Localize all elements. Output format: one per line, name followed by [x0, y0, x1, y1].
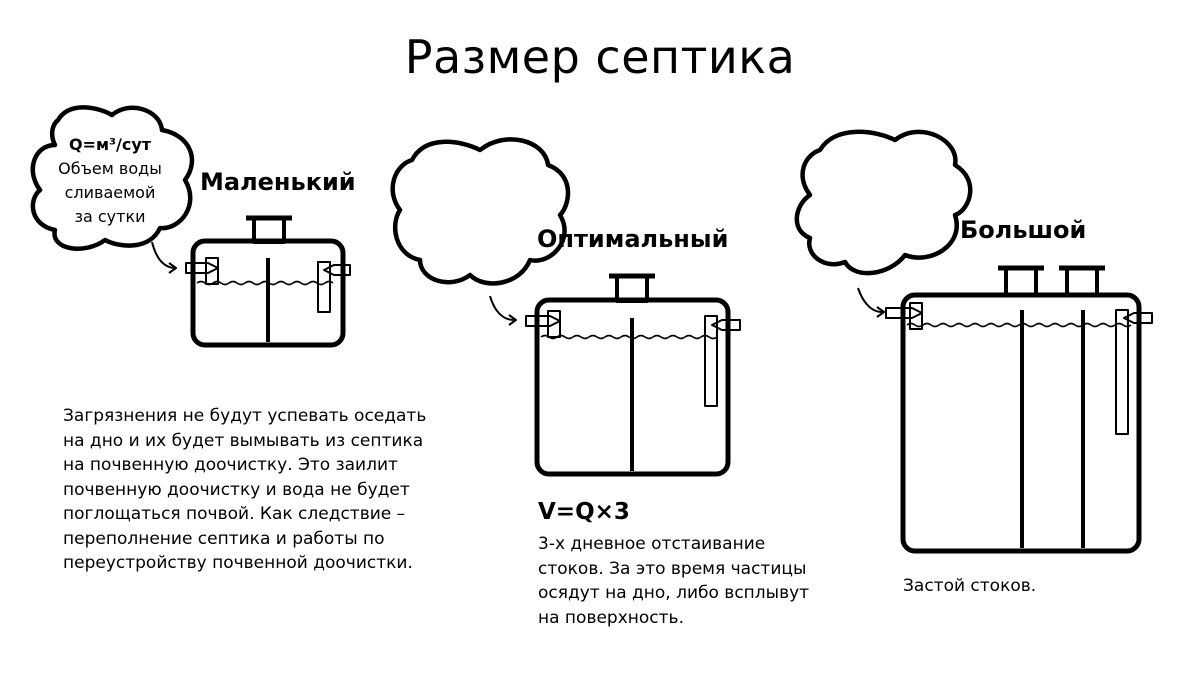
optimal-tank-hatch [615, 274, 649, 303]
description-line: стоков. За это время частицы [538, 558, 807, 579]
small-outlet-tee [317, 261, 331, 313]
large-outlet-tee [1115, 309, 1129, 435]
optimal-cloud [390, 137, 571, 286]
small-inlet-pipe [185, 262, 219, 274]
cloud-line: за сутки [74, 207, 146, 226]
small-arrow-head [168, 262, 177, 274]
small-septic [30, 105, 351, 348]
small-cloud [30, 105, 195, 251]
description-line: Застой стоков. [903, 576, 1037, 596]
large-cloud [794, 129, 973, 276]
description-line: почвенную доочистку и вода не будет [63, 479, 410, 500]
description-line: на поверхность. [538, 607, 684, 628]
description-line: 3-х дневное отстаивание [538, 534, 766, 554]
optimal-outlet-pipe [711, 319, 741, 331]
large-tank-hatch-left [1004, 266, 1038, 297]
large-outlet-pipe [1123, 312, 1153, 324]
large-water-line [906, 322, 1132, 328]
optimal-outlet-tee [704, 315, 718, 407]
large-arrow-head [876, 306, 885, 318]
large-description: Застой стоков. [903, 574, 1036, 599]
optimal-septic [390, 137, 741, 477]
cloud-line: сливаемой [64, 183, 156, 202]
small-water-line [196, 280, 334, 286]
optimal-water-line [540, 334, 718, 340]
description-line: переполнение септика и работы по [63, 528, 385, 549]
large-inlet-tee [909, 302, 923, 330]
optimal-arrow-head [508, 314, 517, 326]
large-inlet-pipe [885, 307, 923, 319]
description-line: на дно и их будет вымывать из септика [63, 430, 424, 451]
optimal-inlet-tee [547, 310, 561, 338]
small-label: Маленький [200, 168, 356, 196]
small-inlet-tee [205, 257, 219, 285]
description-line: поглощаться почвой. Как следствие – [63, 504, 406, 524]
description-line: переустройству почвенной доочистки. [63, 553, 413, 573]
optimal-label: Оптимальный [537, 225, 729, 253]
description-line: Загрязнения не будут успевать оседать [63, 406, 427, 426]
large-septic [794, 129, 1153, 554]
small-cloud-text: Q=м³/сут Объем воды сливаемой за сутки [45, 133, 175, 229]
cloud-line: Объем воды [58, 159, 162, 178]
flow-formula: Q=м³/сут [68, 135, 152, 154]
small-outlet-pipe [323, 264, 351, 276]
small-description: Загрязнения не будут успевать оседать на… [63, 404, 426, 576]
large-tank-hatch-right [1065, 266, 1099, 297]
optimal-inlet-pipe [525, 315, 561, 327]
large-arrow-curve [857, 287, 883, 313]
small-arrow-curve [151, 241, 175, 269]
volume-formula: V=Q×3 [538, 499, 630, 525]
description-line: на почвенную доочистку. Это заилит [63, 455, 398, 475]
diagram-title: Размер септика [404, 30, 796, 84]
large-label: Большой [960, 216, 1087, 244]
optimal-description: 3-х дневное отстаивание стоков. За это в… [538, 532, 809, 630]
small-tank-hatch [252, 216, 286, 244]
optimal-arrow-curve [489, 295, 515, 321]
description-line: осядут на дно, либо всплывут [538, 583, 810, 603]
